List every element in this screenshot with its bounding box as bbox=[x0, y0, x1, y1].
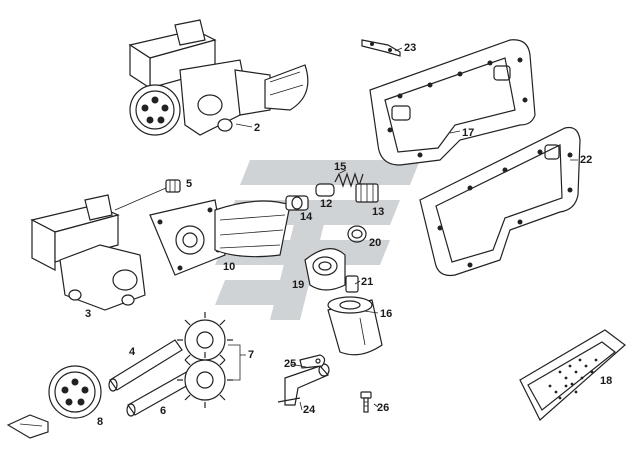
part-26-screw bbox=[360, 391, 372, 413]
part-10-pump-cover bbox=[149, 199, 291, 276]
label-part-22: 22 bbox=[580, 154, 593, 166]
direction-arrow-icon bbox=[6, 414, 49, 439]
label-part-16: 16 bbox=[380, 308, 393, 320]
part-17-gasket bbox=[369, 39, 536, 166]
part-18-filter-element bbox=[519, 329, 626, 421]
label-part-3: 3 bbox=[85, 308, 92, 320]
part-7-bracket-line bbox=[228, 344, 246, 381]
part-8-sprocket bbox=[48, 365, 102, 419]
part-24-pipe-fitting bbox=[277, 363, 330, 406]
label-part-24: 24 bbox=[303, 404, 316, 416]
label-part-4: 4 bbox=[129, 346, 136, 358]
part-12-valve-piston bbox=[315, 183, 335, 197]
label-part-5: 5 bbox=[186, 178, 193, 190]
label-part-2: 2 bbox=[254, 122, 261, 134]
part-25-clamp bbox=[299, 354, 326, 369]
label-part-13: 13 bbox=[372, 206, 385, 218]
label-part-17: 17 bbox=[462, 127, 475, 139]
part-7-gear-lower bbox=[177, 352, 233, 408]
label-part-23: 23 bbox=[404, 42, 417, 54]
part-3-oil-pump-assembly bbox=[30, 194, 146, 311]
label-part-6: 6 bbox=[160, 405, 167, 417]
part-14-valve-seat bbox=[285, 195, 309, 211]
label-part-25: 25 bbox=[284, 358, 297, 370]
part-23-bracket bbox=[361, 39, 401, 57]
part-2-oil-pump-assembly bbox=[128, 19, 309, 136]
label-part-18: 18 bbox=[600, 375, 613, 387]
part-5-plug bbox=[114, 179, 181, 211]
leader-lines bbox=[235, 47, 578, 411]
part-22-gasket bbox=[419, 126, 581, 277]
part-19-filter-mount bbox=[304, 248, 346, 291]
label-part-20: 20 bbox=[369, 237, 382, 249]
part-21-nipple bbox=[345, 275, 359, 293]
label-part-8: 8 bbox=[97, 416, 104, 428]
label-part-12: 12 bbox=[320, 198, 333, 210]
part-7-gear-upper bbox=[177, 312, 233, 368]
label-part-26: 26 bbox=[377, 402, 390, 414]
part-4-shaft bbox=[108, 339, 183, 392]
label-part-7: 7 bbox=[248, 349, 255, 361]
label-part-14: 14 bbox=[300, 211, 313, 223]
label-part-15: 15 bbox=[334, 161, 347, 173]
part-13-fitting bbox=[355, 183, 379, 203]
label-part-21: 21 bbox=[361, 276, 374, 288]
label-part-10: 10 bbox=[223, 261, 236, 273]
label-part-19: 19 bbox=[292, 279, 305, 291]
part-20-o-ring bbox=[347, 225, 367, 243]
part-16-oil-filter bbox=[327, 296, 383, 356]
